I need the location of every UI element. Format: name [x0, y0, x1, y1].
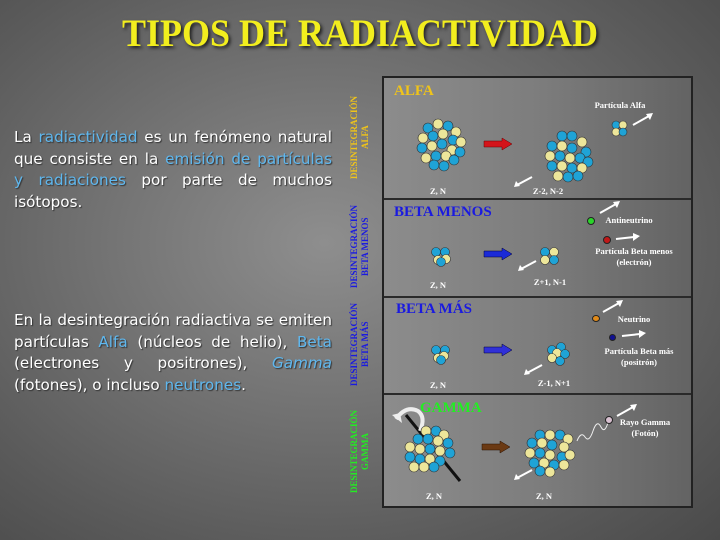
label-parent: Z, N [429, 186, 447, 196]
page-title: TIPOS DE RADIACTIVIDAD [121, 11, 599, 55]
decay-diagram: ALFA Partícula Alfa Z, [382, 76, 693, 508]
highlight-neutrones: neutrones [164, 375, 242, 394]
nucleus-daughter-icon [524, 429, 576, 478]
arrow-right-icon [481, 440, 511, 454]
emission-arrow-icon [615, 233, 640, 241]
label-neutrino: Neutrino [617, 314, 651, 324]
label-beta-plus-particle: Partícula Beta más (positrón) [604, 346, 674, 367]
emission-arrow-icon [602, 300, 623, 313]
nucleus-parent-icon [431, 247, 451, 267]
nucleus-daughter-icon [540, 247, 559, 265]
neutrino-dot-icon [592, 315, 600, 322]
recoil-arrow-icon [524, 364, 543, 375]
highlight-beta: Beta [296, 332, 332, 351]
label-daughter: Z, N [535, 491, 553, 501]
row-title-alfa: ALFA [394, 83, 434, 99]
wave-photon-icon [576, 418, 610, 442]
photon-dot-icon [605, 416, 613, 424]
row-title-gamma: GAMMA [420, 400, 482, 416]
row-beta-menos: BETA MENOS Antineutrino Partícula Beta m… [384, 200, 691, 298]
label-daughter: Z-2, N-2 [532, 186, 564, 196]
label-antineutrino: Antineutrino [605, 215, 653, 225]
electron-dot-icon [603, 236, 611, 244]
arrow-right-icon [483, 137, 513, 151]
highlight-alfa: Alfa [98, 332, 128, 351]
row-title-beta-menos: BETA MENOS [394, 204, 492, 220]
emission-arrow-icon [599, 201, 620, 214]
emission-arrow-icon [632, 113, 653, 126]
row-beta-mas: BETA MÁS Neutrino Partícula Beta más (po… [384, 298, 691, 395]
side-label-beta-mas: DESINTEGRACIÓN BETA MÁS [349, 303, 370, 387]
row-alfa: ALFA Partícula Alfa Z, [384, 78, 691, 200]
emission-arrow-icon [616, 404, 637, 417]
highlight-emision: emisión de partículas y radiaciones [14, 149, 332, 190]
label-daughter: Z-1, N+1 [537, 378, 571, 388]
nucleus-parent-icon [431, 345, 450, 365]
label-parent: Z, N [425, 491, 443, 501]
side-label-alfa: DESINTEGRACIÓN ALFA [349, 96, 370, 180]
antineutrino-dot-icon [587, 217, 595, 225]
recoil-arrow-icon [514, 469, 533, 480]
row-title-beta-mas: BETA MÁS [396, 301, 472, 317]
highlight-radiactividad: radiactividad [38, 128, 138, 146]
side-label-beta-menos: DESINTEGRACIÓN BETA MENOS [349, 205, 370, 289]
nucleus-parent-icon [416, 118, 467, 172]
nucleus-daughter-icon [544, 130, 594, 183]
detail-paragraph: En la desintegración radiactiva se emite… [14, 311, 332, 394]
positron-dot-icon [609, 334, 616, 341]
label-beta-minus-particle: Partícula Beta menos (electrón) [595, 246, 673, 267]
label-parent: Z, N [429, 380, 447, 390]
recoil-arrow-icon [514, 176, 533, 187]
row-gamma: GAMMA [384, 395, 691, 508]
label-parent: Z, N [429, 280, 447, 290]
emission-arrow-icon [621, 330, 646, 338]
highlight-gamma: Gamma [272, 354, 332, 372]
nucleus-daughter-icon [547, 342, 570, 366]
side-label-gamma: DESINTEGRACIÓN GAMMA [349, 410, 370, 494]
alpha-particle-icon [611, 120, 628, 137]
recoil-arrow-icon [518, 260, 537, 271]
arrow-right-icon [483, 247, 513, 261]
nucleus-parent-icon [404, 425, 456, 473]
label-gamma-ray: Rayo Gamma (Fotón) [619, 417, 671, 438]
intro-paragraph: La radiactividad es un fenómeno natural … [14, 128, 333, 211]
arrow-right-icon [483, 343, 513, 357]
label-daughter: Z+1, N-1 [533, 277, 567, 287]
label-alpha-particle: Partícula Alfa [594, 100, 646, 110]
